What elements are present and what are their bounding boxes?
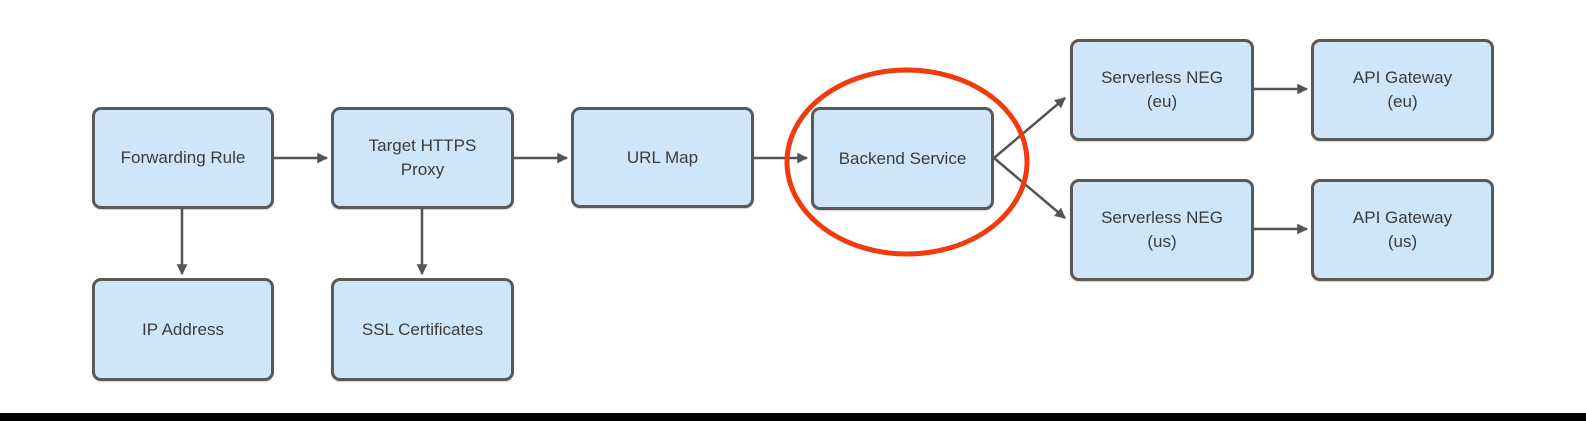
node-serverless-neg-us: Serverless NEG (us) bbox=[1070, 179, 1254, 281]
node-label: API Gateway (eu) bbox=[1352, 68, 1453, 111]
node-target-https-proxy: Target HTTPS Proxy bbox=[331, 107, 514, 209]
node-api-gateway-eu: API Gateway (eu) bbox=[1311, 39, 1494, 141]
node-ip-address: IP Address bbox=[92, 278, 274, 381]
node-api-gateway-us: API Gateway (us) bbox=[1311, 179, 1494, 281]
node-label: Target HTTPS Proxy bbox=[368, 136, 477, 179]
node-ssl-certificates: SSL Certificates bbox=[331, 278, 514, 381]
node-label: Forwarding Rule bbox=[120, 148, 246, 168]
node-serverless-neg-eu: Serverless NEG (eu) bbox=[1070, 39, 1254, 141]
node-label: URL Map bbox=[626, 147, 699, 167]
node-backend-service: Backend Service bbox=[811, 107, 994, 210]
bottom-border-bar bbox=[0, 413, 1586, 421]
node-forwarding-rule: Forwarding Rule bbox=[92, 107, 274, 209]
node-label: Backend Service bbox=[838, 148, 967, 168]
node-url-map: URL Map bbox=[571, 107, 754, 208]
node-label: Serverless NEG (eu) bbox=[1101, 68, 1223, 111]
node-label: Serverless NEG (us) bbox=[1101, 208, 1223, 251]
node-label: IP Address bbox=[142, 319, 224, 339]
node-label: SSL Certificates bbox=[361, 319, 484, 339]
arrow-backendservice-to-neg-us bbox=[993, 157, 1066, 219]
arrow-backendservice-to-neg-eu bbox=[993, 97, 1066, 159]
node-label: API Gateway (us) bbox=[1352, 208, 1453, 251]
